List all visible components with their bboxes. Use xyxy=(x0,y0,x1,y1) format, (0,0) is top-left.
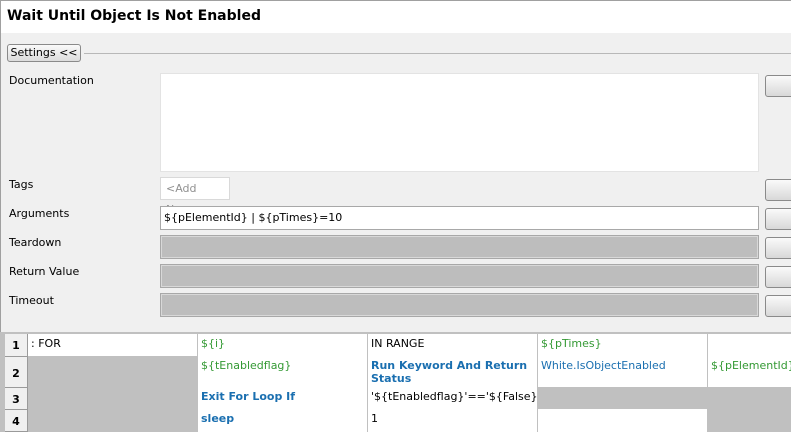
grid-cell[interactable]: White.IsObjectEnabled xyxy=(538,356,707,387)
documentation-label: Documentation xyxy=(9,74,94,87)
timeout-label: Timeout xyxy=(9,294,54,307)
row-number[interactable]: 2 xyxy=(5,357,28,388)
grid-cell[interactable]: 1 xyxy=(368,409,537,432)
left-border xyxy=(0,33,1,333)
grid-cell[interactable]: '${tEnabledflag}'=='${False}' xyxy=(368,387,541,409)
grid-cell[interactable]: Run Keyword And Return Status xyxy=(368,356,537,387)
settings-toggle-button[interactable]: Settings << xyxy=(7,44,81,62)
editor-header: Wait Until Object Is Not Enabled xyxy=(0,0,791,33)
keyword-title: Wait Until Object Is Not Enabled xyxy=(7,8,261,24)
grid-cell[interactable] xyxy=(538,387,707,409)
grid-cell[interactable] xyxy=(708,334,791,356)
documentation-edit-button[interactable] xyxy=(765,75,791,97)
return-value-label: Return Value xyxy=(9,265,80,278)
grid-cell[interactable] xyxy=(28,356,197,387)
tags-edit-button[interactable] xyxy=(765,179,791,201)
grid-cell[interactable] xyxy=(28,387,197,409)
timeout-field[interactable] xyxy=(160,293,759,317)
timeout-edit-button[interactable] xyxy=(765,295,791,317)
tags-label: Tags xyxy=(9,178,34,191)
teardown-field[interactable] xyxy=(160,235,759,259)
grid-cell[interactable]: ${pElementId} xyxy=(708,356,791,387)
grid-cell[interactable] xyxy=(28,409,197,432)
settings-divider xyxy=(84,53,791,54)
row-number[interactable]: 4 xyxy=(5,410,28,432)
grid-cell[interactable]: : FOR xyxy=(28,334,197,356)
steps-grid: 1 : FOR ${i} IN RANGE ${pTimes} 2 ${tEna… xyxy=(0,332,791,432)
teardown-edit-button[interactable] xyxy=(765,237,791,259)
arguments-label: Arguments xyxy=(9,207,70,220)
grid-cell[interactable] xyxy=(708,387,791,409)
grid-cell[interactable]: IN RANGE xyxy=(368,334,537,356)
row-number[interactable]: 3 xyxy=(5,388,28,410)
grid-cell[interactable]: ${tEnabledflag} xyxy=(198,356,367,387)
arguments-edit-button[interactable] xyxy=(765,208,791,230)
grid-cell[interactable] xyxy=(708,409,791,432)
grid-cell[interactable]: sleep xyxy=(198,409,367,432)
teardown-label: Teardown xyxy=(9,236,62,249)
return-value-field[interactable] xyxy=(160,264,759,288)
documentation-field[interactable] xyxy=(160,73,759,172)
grid-cell[interactable]: ${i} xyxy=(198,334,367,356)
arguments-field[interactable]: ${pElementId} | ${pTimes}=10 xyxy=(160,206,759,230)
grid-cell[interactable]: Exit For Loop If xyxy=(198,387,367,409)
row-number[interactable]: 1 xyxy=(5,334,28,357)
grid-cell[interactable] xyxy=(538,409,707,432)
grid-cell[interactable]: ${pTimes} xyxy=(538,334,707,356)
add-tag-field[interactable]: <Add New> xyxy=(160,177,230,216)
return-value-edit-button[interactable] xyxy=(765,266,791,288)
